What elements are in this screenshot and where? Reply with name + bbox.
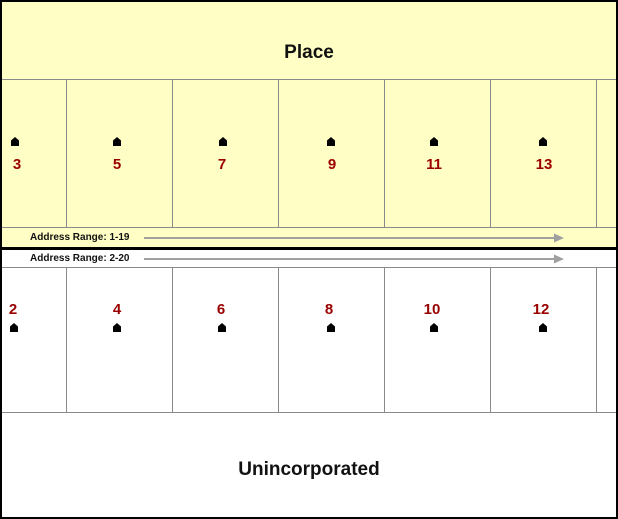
unincorporated-zone xyxy=(2,249,616,517)
lot-number: 10 xyxy=(423,301,441,318)
lot-boundary xyxy=(490,79,491,227)
lot-number: 8 xyxy=(324,301,334,318)
house-icon xyxy=(539,323,547,332)
house-icon xyxy=(10,323,18,332)
house-icon xyxy=(327,137,335,146)
arrow-right-icon xyxy=(144,233,564,243)
lot-number: 3 xyxy=(12,156,22,173)
lot-number: 5 xyxy=(112,156,122,173)
place-label: Place xyxy=(284,42,334,63)
place-lot-top-boundary xyxy=(2,79,616,80)
lot-boundary xyxy=(596,267,597,412)
lot-boundary xyxy=(66,79,67,227)
lot-boundary xyxy=(172,79,173,227)
lot-number: 9 xyxy=(327,156,337,173)
lot-number: 11 xyxy=(426,156,442,173)
road-centerline xyxy=(2,247,616,250)
lot-number: 7 xyxy=(217,156,227,173)
lot-boundary xyxy=(384,267,385,412)
lot-number: 12 xyxy=(532,301,550,318)
house-icon xyxy=(327,323,335,332)
uninc-lot-top-boundary xyxy=(2,267,616,268)
lot-boundary xyxy=(490,267,491,412)
lot-boundary xyxy=(278,267,279,412)
house-icon xyxy=(113,137,121,146)
lot-boundary xyxy=(66,267,67,412)
lot-number: 4 xyxy=(112,301,122,318)
lot-boundary xyxy=(278,79,279,227)
place-lot-bottom-boundary xyxy=(2,227,616,228)
lot-number: 6 xyxy=(216,301,226,318)
house-icon xyxy=(113,323,121,332)
house-icon xyxy=(219,137,227,146)
house-icon xyxy=(430,137,438,146)
arrow-right-icon xyxy=(144,254,564,264)
even-address-range-label: Address Range: 2-20 xyxy=(30,253,130,264)
house-icon xyxy=(539,137,547,146)
lot-number: 2 xyxy=(8,301,18,318)
lot-number: 13 xyxy=(535,156,553,173)
house-icon xyxy=(11,137,19,146)
house-icon xyxy=(430,323,438,332)
uninc-lot-bottom-boundary xyxy=(2,412,616,413)
lot-boundary xyxy=(172,267,173,412)
lot-boundary xyxy=(596,79,597,227)
place-zone xyxy=(2,2,616,247)
odd-address-range-label: Address Range: 1-19 xyxy=(30,232,130,243)
house-icon xyxy=(218,323,226,332)
lot-boundary xyxy=(384,79,385,227)
unincorporated-label: Unincorporated xyxy=(238,459,380,480)
